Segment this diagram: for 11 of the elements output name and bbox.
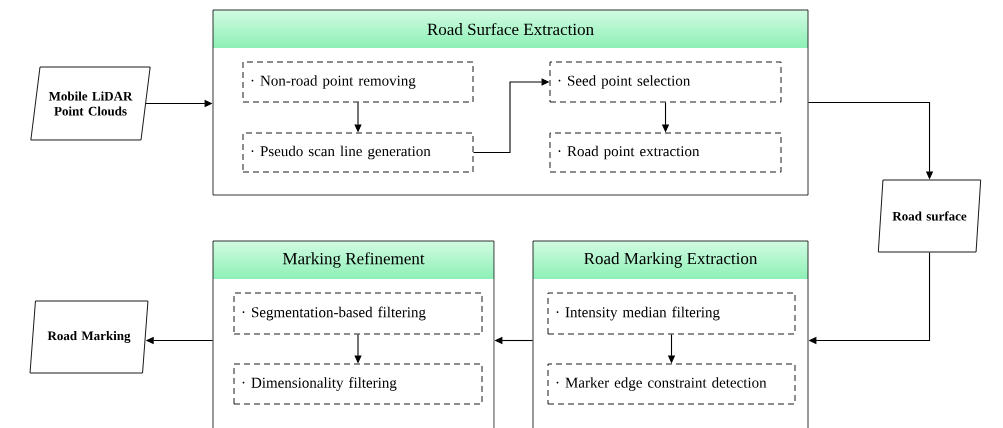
- step-box: · Non-road point removing: [242, 61, 474, 103]
- step-box: · Dimensionality filtering: [233, 363, 483, 405]
- data-parallelogram: Road surface: [877, 179, 982, 253]
- data-parallelogram: Road Marking: [29, 300, 149, 374]
- step-box: · Road point extraction: [549, 132, 782, 173]
- step-box: · Seed point selection: [549, 61, 782, 103]
- data-parallelogram: Mobile LiDAR Point Clouds: [30, 66, 151, 141]
- step-box: · Marker edge constraint detection: [547, 363, 796, 405]
- step-box: · Segmentation-based filtering: [233, 292, 483, 335]
- step-box: · Intensity median filtering: [547, 292, 796, 335]
- step-box: · Pseudo scan line generation: [242, 132, 474, 173]
